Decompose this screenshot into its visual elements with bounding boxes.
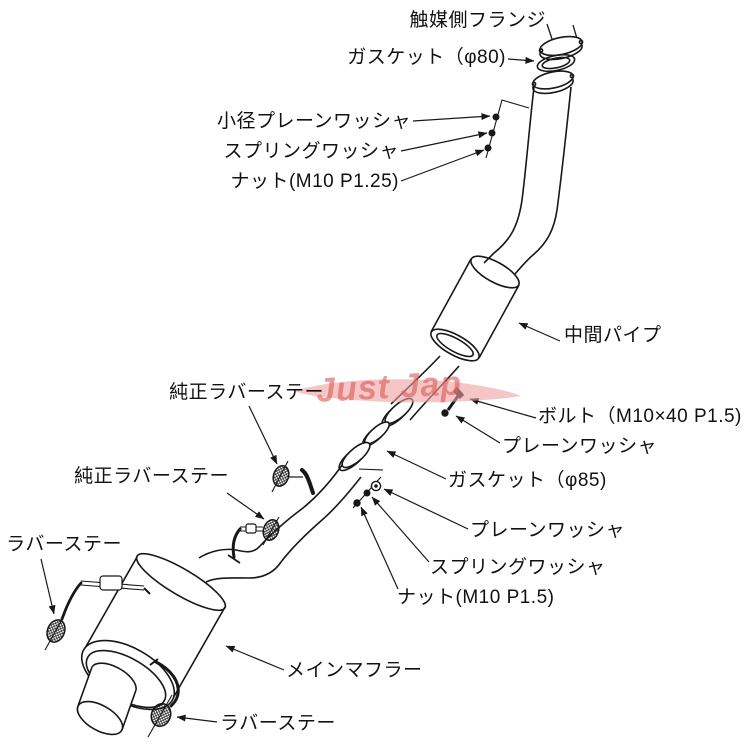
- leader-main-muffler: [225, 645, 285, 671]
- label-small-plain-washer: 小径プレーンワッシャ: [216, 111, 411, 132]
- hangers-drawing: [44, 460, 315, 738]
- label-spring-washer-top: スプリングワッシャ: [223, 141, 399, 162]
- label-nut-bottom: ナット(M10 P1.5): [397, 587, 555, 608]
- leader-nut-top: [400, 149, 485, 182]
- watermark: Just Jap: [294, 364, 521, 410]
- label-plain-washer-upper: プレーンワッシャ: [502, 436, 658, 457]
- leader-plain-washer-lower: [383, 488, 469, 530]
- leader-spring-washer-top: [400, 131, 488, 152]
- leader-plain-washer-upper: [455, 415, 501, 444]
- leader-nut-bottom: [360, 506, 399, 590]
- leader-bolt: [469, 398, 537, 419]
- leader-oem-stay-2: [226, 492, 265, 520]
- pipe-flange-drawing: [531, 70, 575, 95]
- leader-oem-stay-1: [248, 405, 278, 465]
- leader-spring-washer-bottom: [371, 496, 430, 563]
- label-catalyst-flange: 触媒側フランジ: [409, 10, 546, 31]
- pipe-joint-flanges-drawing: [338, 397, 414, 472]
- label-gasket-80: ガスケット（φ80): [347, 47, 506, 68]
- label-rubber-stay-bottom: ラバーステー: [220, 713, 336, 734]
- label-oem-rubber-stay-1: 純正ラバーステー: [169, 382, 324, 403]
- middle-pipe-drawing: [390, 23, 584, 421]
- leader-gasket-80: [507, 56, 535, 64]
- oem-rubber-stay-1-drawing: [271, 460, 315, 495]
- label-gasket-85: ガスケット（φ85): [448, 470, 607, 491]
- main-muffler-drawing: [76, 552, 227, 736]
- gasket-80-drawing: [536, 53, 576, 73]
- leader-middle-pipe: [518, 322, 561, 342]
- resonator-drawing: [430, 255, 520, 362]
- label-plain-washer-lower: プレーンワッシャ: [470, 520, 626, 541]
- label-nut-top: ナット(M10 P1.25): [230, 171, 399, 192]
- watermark-text: Just Jap: [315, 364, 463, 410]
- stud-bottom-drawing: [352, 468, 384, 509]
- leader-rubber-stay-bottom: [176, 714, 218, 723]
- label-spring-washer-bottom: スプリングワッシャ: [430, 557, 606, 578]
- tail-pipe-drawing: [76, 662, 137, 736]
- leader-rubber-stay-left: [40, 558, 56, 615]
- label-oem-rubber-stay-2: 純正ラバーステー: [74, 466, 229, 487]
- leader-lines: [40, 56, 561, 723]
- stud-top-drawing: [484, 99, 530, 159]
- muffler-inlet-pipe-drawing: [198, 460, 362, 583]
- label-bolt: ボルト（M10×40 P1.5): [538, 406, 742, 427]
- label-middle-pipe: 中間パイプ: [564, 325, 662, 346]
- rubber-stay-bottom-drawing: [147, 658, 180, 738]
- leader-small-plain-washer: [412, 113, 491, 122]
- rubber-stay-left-drawing: [44, 575, 151, 651]
- watermark-swoosh: [294, 379, 521, 403]
- leader-gasket-85: [386, 450, 447, 480]
- label-rubber-stay-left: ラバーステー: [6, 534, 122, 555]
- oem-rubber-stay-2-drawing: [227, 516, 280, 564]
- label-main-muffler: メインマフラー: [286, 660, 423, 681]
